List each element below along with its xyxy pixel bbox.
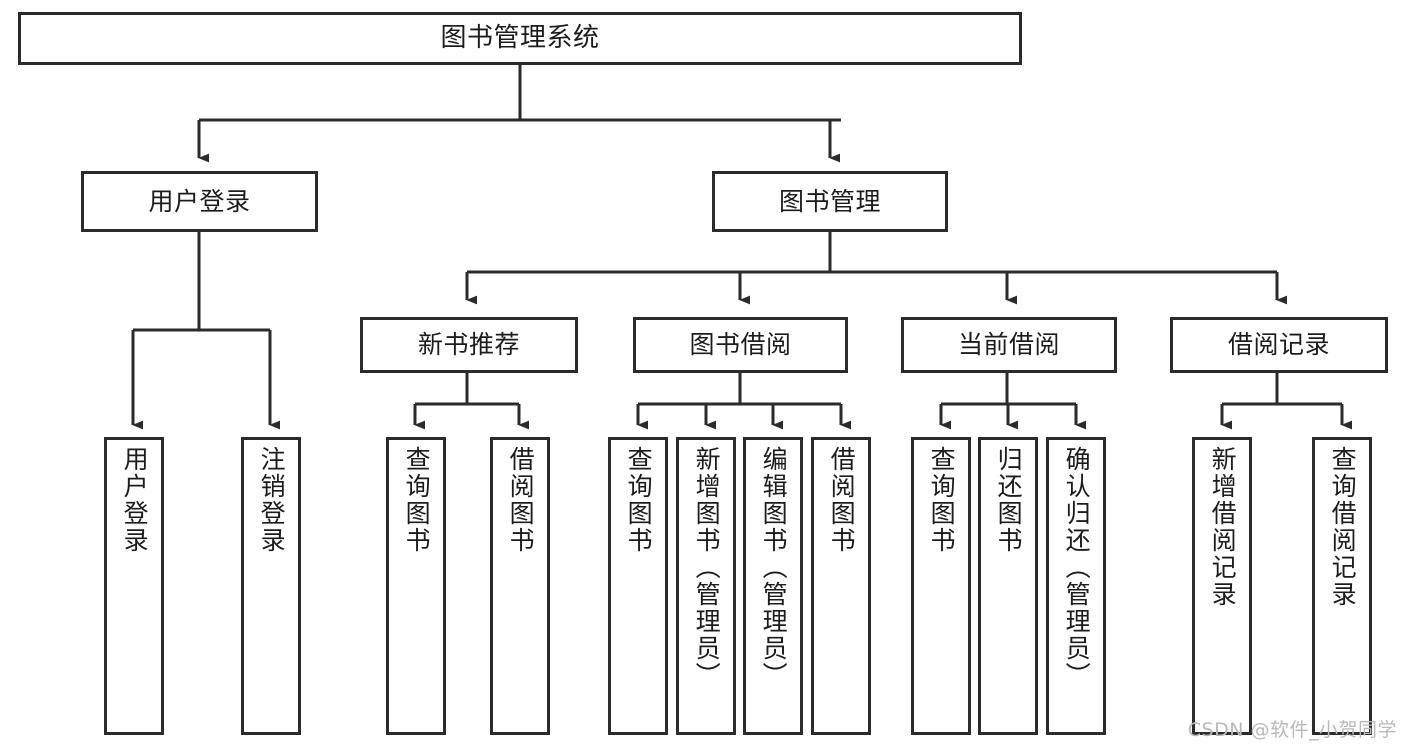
leaf-user-login-signout[interactable]: 注销登录: [241, 437, 301, 735]
leaf-book-borrow-query[interactable]: 查询图书: [608, 437, 668, 735]
node-label: 查询借阅记录: [1328, 446, 1358, 608]
leaf-book-borrow-add-admin[interactable]: 新增图书（管理员）: [676, 437, 736, 735]
node-label: 借阅图书: [506, 446, 536, 554]
node-label: 归还图书: [994, 446, 1024, 554]
node-label: 用户登录: [148, 186, 251, 216]
leaf-borrow-record-add[interactable]: 新增借阅记录: [1192, 437, 1252, 735]
node-label: 查询图书: [927, 446, 957, 554]
node-label: 新增借阅记录: [1208, 446, 1238, 608]
leaf-new-book-query[interactable]: 查询图书: [386, 437, 446, 735]
leaf-book-borrow-borrow[interactable]: 借阅图书: [811, 437, 871, 735]
leaf-book-borrow-edit-admin[interactable]: 编辑图书（管理员）: [743, 437, 803, 735]
leaf-current-borrow-query[interactable]: 查询图书: [911, 437, 971, 735]
node-label: 图书借阅: [689, 330, 792, 359]
node-borrow-record[interactable]: 借阅记录: [1170, 317, 1388, 373]
node-user-login[interactable]: 用户登录: [81, 171, 318, 232]
leaf-new-book-borrow[interactable]: 借阅图书: [490, 437, 550, 735]
node-label: 查询图书: [624, 446, 654, 554]
node-label: 借阅记录: [1227, 330, 1330, 359]
node-current-borrow[interactable]: 当前借阅: [901, 317, 1117, 373]
leaf-current-borrow-return[interactable]: 归还图书: [978, 437, 1038, 735]
leaf-borrow-record-query[interactable]: 查询借阅记录: [1312, 437, 1372, 735]
node-label: 图书管理系统: [440, 22, 600, 53]
node-label: 新书推荐: [417, 330, 520, 359]
node-root-system[interactable]: 图书管理系统: [18, 12, 1022, 65]
node-book-management[interactable]: 图书管理: [712, 171, 948, 232]
node-label: 当前借阅: [957, 330, 1060, 359]
node-new-book-recommend[interactable]: 新书推荐: [360, 317, 578, 373]
node-book-borrow[interactable]: 图书借阅: [633, 317, 848, 373]
node-label: 查询图书: [402, 446, 432, 554]
node-label: 新增图书（管理员）: [692, 446, 722, 689]
node-label: 图书管理: [778, 186, 881, 216]
node-label: 注销登录: [257, 446, 287, 554]
node-label: 确认归还（管理员）: [1062, 446, 1092, 689]
watermark-text: CSDN @软件_小贺同学: [1187, 719, 1397, 741]
node-label: 借阅图书: [827, 446, 857, 554]
leaf-current-borrow-confirm-admin[interactable]: 确认归还（管理员）: [1046, 437, 1106, 735]
leaf-user-login-signin[interactable]: 用户登录: [104, 437, 164, 735]
node-label: 编辑图书（管理员）: [759, 446, 789, 689]
node-label: 用户登录: [120, 446, 150, 554]
